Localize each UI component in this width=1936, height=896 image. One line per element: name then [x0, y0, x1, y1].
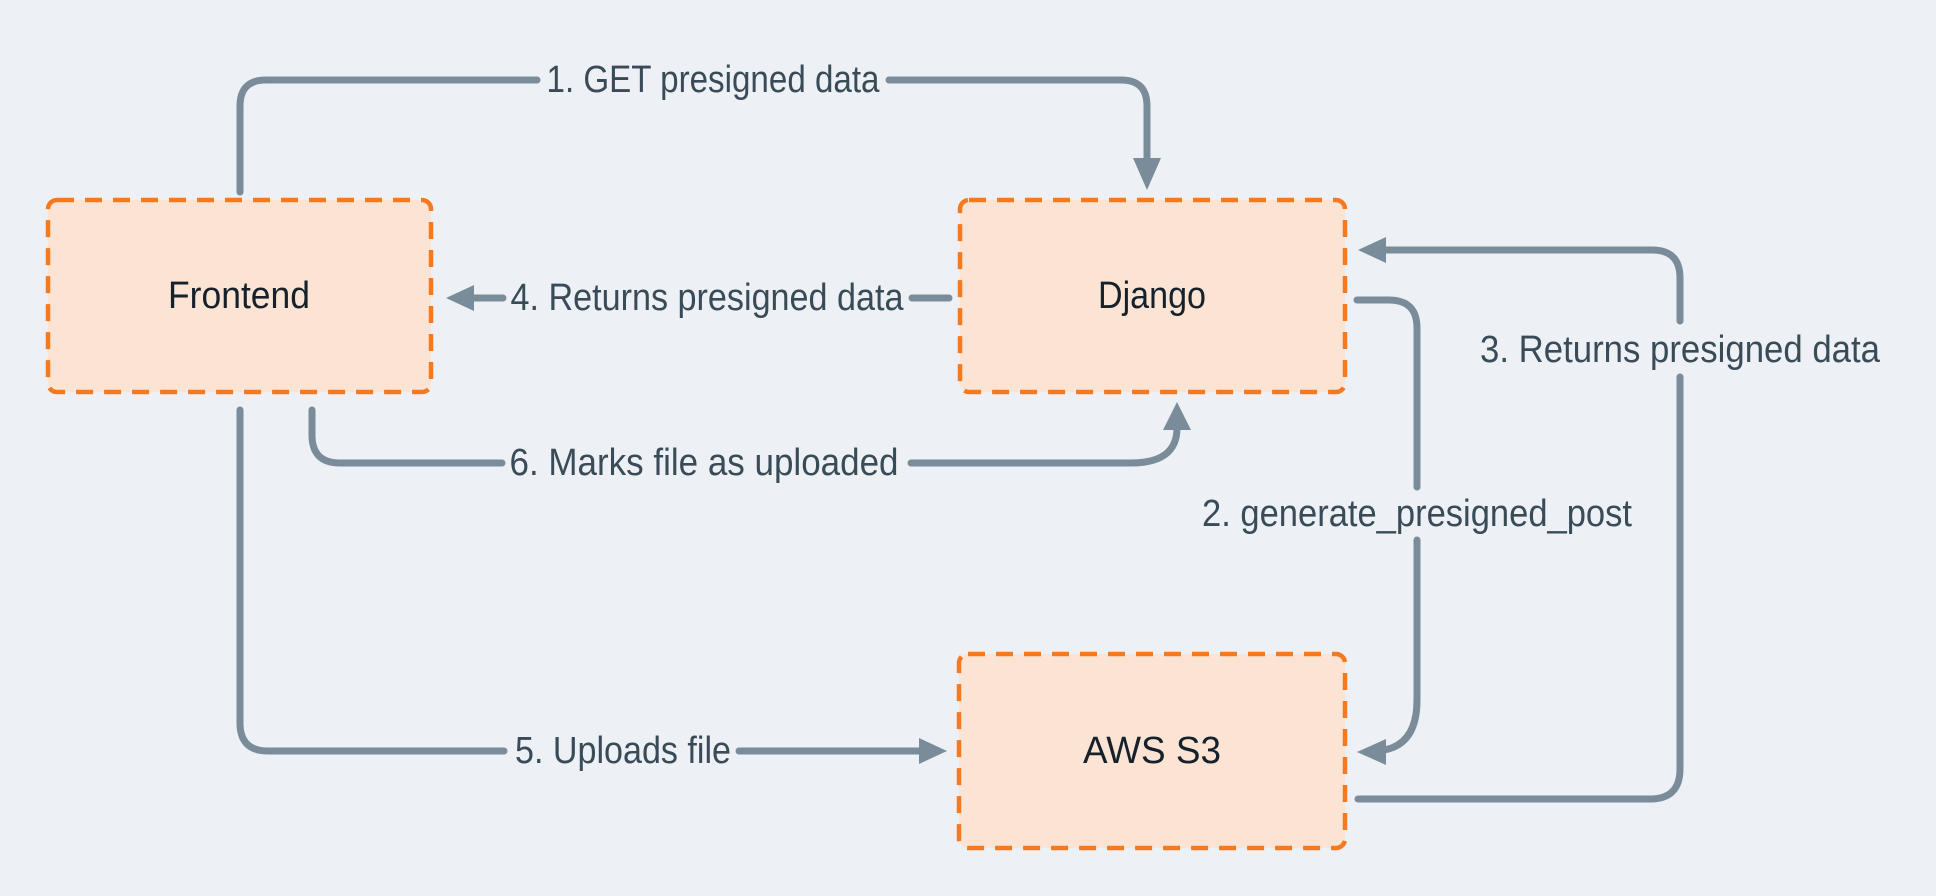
step3-label: 3. Returns presigned data [1480, 329, 1881, 371]
connector-step2-generate-presigned-post [1353, 296, 1421, 765]
connector-step1-segment-right [885, 76, 1151, 164]
connector-step5-segment-left [236, 406, 508, 755]
connector-step6-marks-file-uploaded [308, 402, 1191, 467]
node-django-label: Django [1098, 275, 1206, 317]
arrow-left-icon [1358, 237, 1386, 263]
node-django: Django [957, 197, 1348, 395]
node-frontend: Frontend [45, 197, 434, 395]
step4-label: 4. Returns presigned data [511, 277, 905, 319]
connector-step2-segment-top [1353, 296, 1421, 491]
step2-label: 2. generate_presigned_post [1202, 493, 1632, 535]
arrow-left-icon [446, 285, 474, 311]
step1-label: 1. GET presigned data [547, 59, 881, 101]
arrow-down-icon [1133, 158, 1161, 190]
connector-step1-segment-left [236, 76, 541, 196]
node-aws-s3-box [956, 651, 1348, 851]
connector-step3-returns-presigned-data [1354, 237, 1684, 803]
connector-step3-segment-bottom [1354, 373, 1684, 803]
node-frontend-box [45, 197, 434, 395]
connector-step4-returns-presigned-data [446, 285, 953, 311]
node-aws-s3: AWS S3 [956, 651, 1348, 851]
step6-label: 6. Marks file as uploaded [510, 442, 899, 484]
node-aws-s3-label: AWS S3 [1083, 730, 1221, 772]
connector-step5-uploads-file [236, 406, 947, 764]
node-django-box [957, 197, 1348, 395]
node-frontend-label: Frontend [168, 275, 310, 317]
connector-step6-segment-left [308, 406, 506, 467]
arrow-right-icon [919, 738, 947, 764]
connector-step6-segment-right [907, 424, 1181, 467]
connector-step2-segment-bottom [1380, 536, 1421, 754]
arrow-left-icon [1357, 739, 1386, 765]
arrow-up-icon [1163, 402, 1191, 430]
connector-step3-segment-top [1382, 246, 1684, 325]
connector-step1-get-presigned-data [236, 76, 1161, 196]
step5-label: 5. Uploads file [515, 730, 731, 772]
